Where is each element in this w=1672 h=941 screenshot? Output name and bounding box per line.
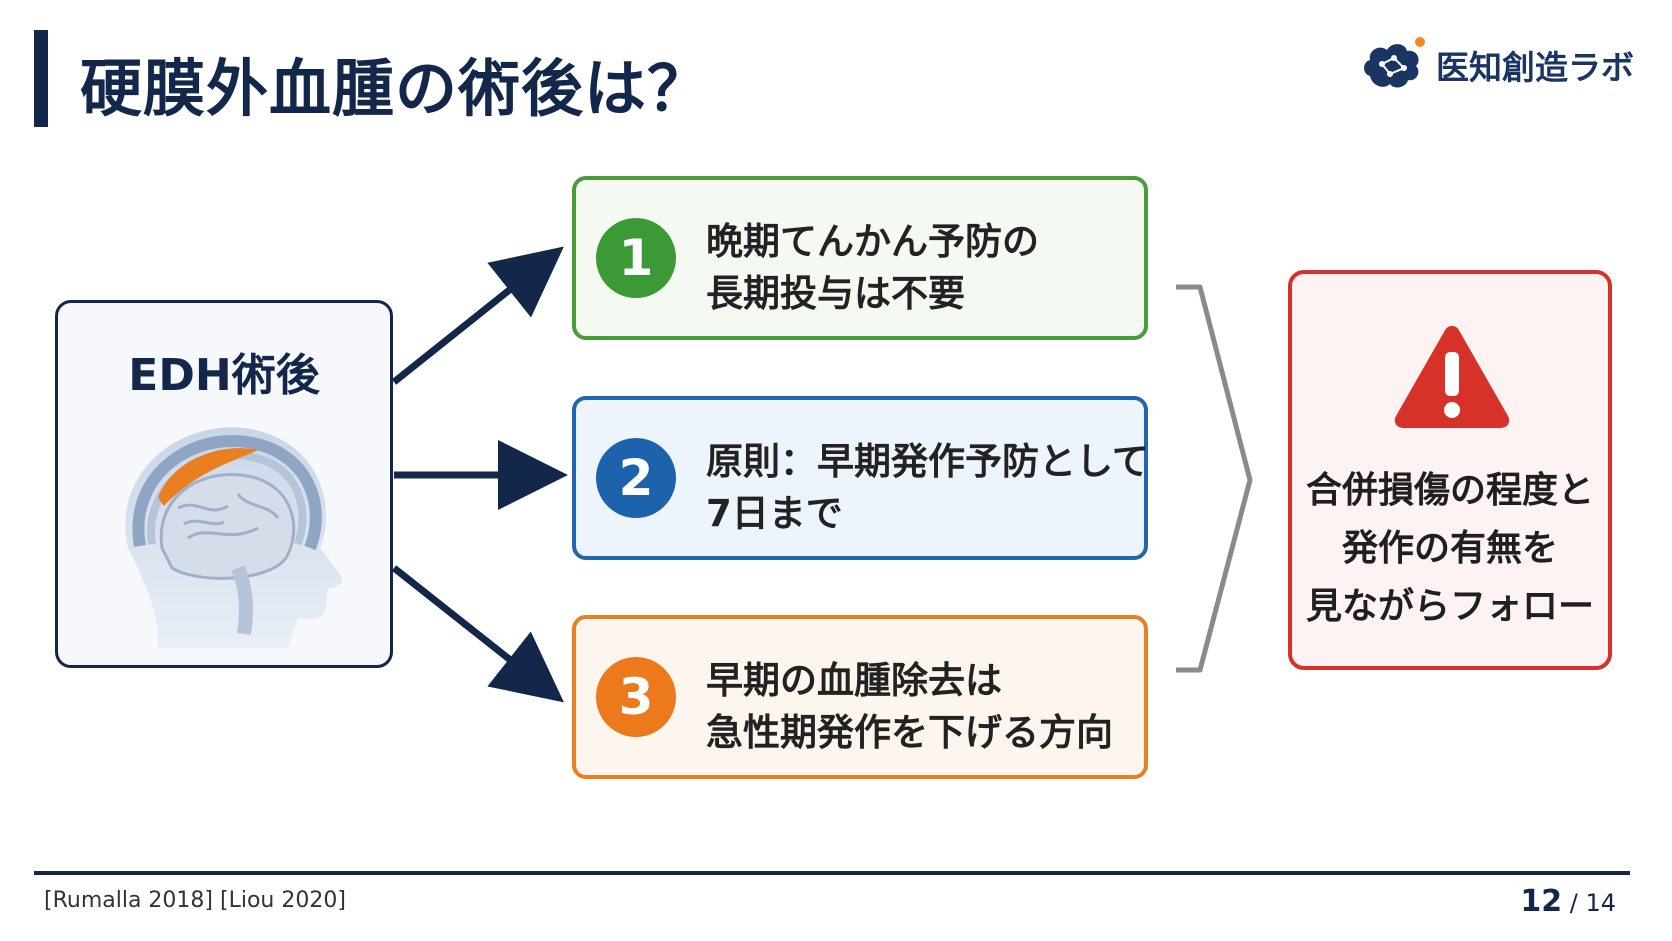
brand-name: 医知創造ラボ [1436,48,1634,87]
card-3-line-2: 急性期発作を下げる方向 [706,711,1113,754]
card-1: 1 晩期てんかん予防の 長期投与は不要 [572,176,1148,340]
card-3-text: 早期の血腫除去は 急性期発作を下げる方向 [706,655,1134,759]
card-1-line-1: 晩期てんかん予防の [706,220,1039,263]
card-1-text: 晩期てんかん予防の 長期投与は不要 [706,216,1134,320]
conclusion-box: 合併損傷の程度と 発作の有無を 見ながらフォロー [1288,270,1612,670]
brain-cloud-icon [1364,37,1425,88]
card-3: 3 早期の血腫除去は 急性期発作を下げる方向 [572,615,1148,779]
card-3-line-1: 早期の血腫除去は [706,659,1002,702]
page-current: 12 [1520,884,1563,919]
card-2-line-1: 原則：早期発作予防として [706,440,1149,483]
card-2-line-2: 7日まで [706,492,843,535]
conclusion-line-1: 合併損傷の程度と [1305,470,1594,511]
card-2: 2 原則：早期発作予防として 7日まで [572,396,1149,560]
conclusion-line-2: 発作の有無を [1341,528,1558,569]
slide-title: 硬膜外血腫の術後は？ [80,52,711,125]
conclusion-line-3: 見ながらフォロー [1305,586,1594,627]
card-1-line-2: 長期投与は不要 [706,272,965,315]
page-total: 14 [1585,889,1616,917]
title-accent-bar [34,30,48,127]
page-separator: / [1569,889,1578,917]
card-2-text: 原則：早期発作予防として 7日まで [706,436,1149,540]
card-1-number: 1 [596,218,676,298]
warning-icon [1394,326,1510,428]
card-2-number: 2 [596,438,676,518]
card-3-number: 3 [596,657,676,737]
arrow-to-card-3 [391,565,564,703]
conclusion-text: 合併損傷の程度と 発作の有無を 見ながらフォロー [1292,462,1608,636]
footer-divider [34,871,1630,875]
references: [Rumalla 2018] [Liou 2020] [44,888,346,913]
brand-logo: 医知創造ラボ [1360,36,1634,94]
page-indicator: 12 / 14 [1520,884,1616,919]
edh-postop-panel: EDH術後 [55,300,393,668]
arrow-to-card-1 [391,246,564,385]
panel-label: EDH術後 [128,350,320,401]
head-brain-hematoma-icon [125,427,343,648]
